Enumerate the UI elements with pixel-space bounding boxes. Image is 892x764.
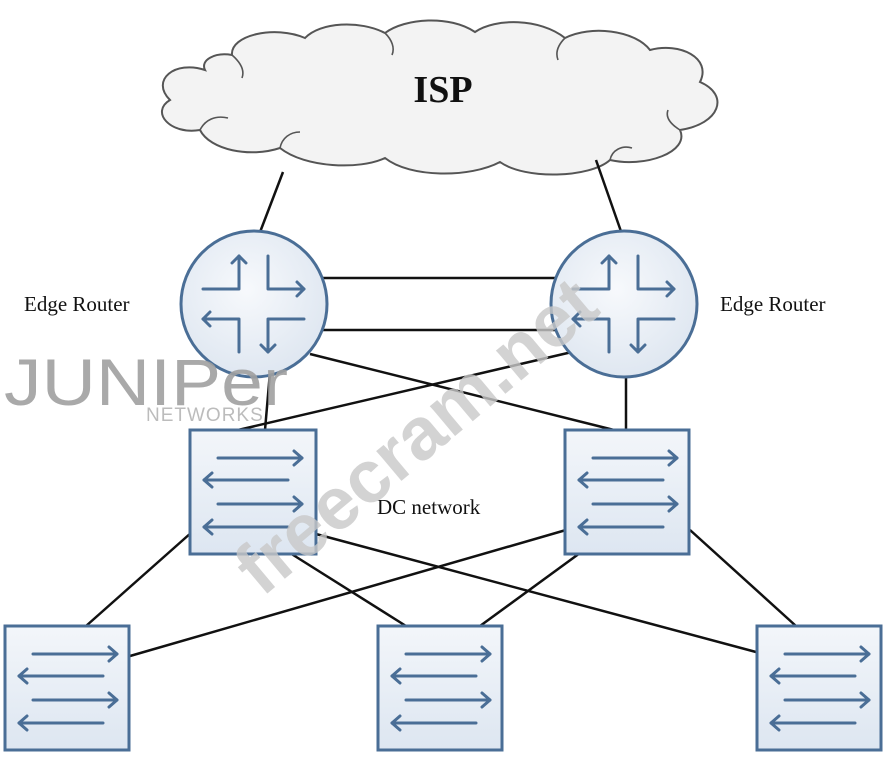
edge-router-right bbox=[549, 229, 699, 379]
switch-arrows-icon bbox=[390, 645, 492, 732]
link-swl-acc2 bbox=[289, 551, 407, 628]
switch-icon bbox=[3, 624, 131, 752]
switch-core-left bbox=[188, 428, 318, 556]
link-isp-router-right bbox=[594, 159, 626, 241]
switch-arrows-icon bbox=[577, 449, 679, 536]
switch-icon bbox=[563, 428, 691, 556]
links bbox=[85, 159, 797, 658]
link-swr-acc3 bbox=[689, 529, 797, 627]
router-icon bbox=[179, 229, 329, 379]
link-swl-acc3 bbox=[315, 532, 757, 654]
router-arrows-icon bbox=[201, 254, 306, 354]
router-arrows-icon bbox=[571, 254, 676, 354]
link-swr-acc1 bbox=[129, 528, 567, 658]
router-icon bbox=[549, 229, 699, 379]
dc-network-label: DC network bbox=[377, 495, 481, 519]
isp-cloud: ISP bbox=[160, 19, 719, 176]
juniper-logo: JUNIPer NETWORKS bbox=[4, 345, 288, 426]
switch-core-right bbox=[563, 428, 691, 556]
juniper-logo-networks: NETWORKS bbox=[146, 405, 264, 426]
switch-access-3 bbox=[755, 624, 883, 752]
switch-arrows-icon bbox=[769, 645, 871, 732]
link-rr-swl bbox=[237, 350, 573, 432]
switch-access-1 bbox=[3, 624, 131, 752]
juniper-logo-brand: JUNIPer bbox=[4, 345, 288, 419]
link-rl-swl bbox=[263, 371, 272, 431]
edge-router-right-label: Edge Router bbox=[720, 292, 826, 316]
link-swr-acc2 bbox=[479, 551, 581, 628]
edge-router-left bbox=[179, 229, 329, 379]
switch-icon bbox=[755, 624, 883, 752]
isp-label: ISP bbox=[413, 69, 472, 111]
edge-router-left-label: Edge Router bbox=[24, 292, 130, 316]
switch-arrows-icon bbox=[202, 449, 304, 536]
link-isp-router-left bbox=[255, 171, 285, 241]
switch-icon bbox=[376, 624, 504, 752]
switch-arrows-icon bbox=[17, 645, 119, 732]
link-swl-acc1 bbox=[85, 531, 193, 627]
switch-access-2 bbox=[376, 624, 504, 752]
link-rl-swr bbox=[309, 352, 615, 432]
